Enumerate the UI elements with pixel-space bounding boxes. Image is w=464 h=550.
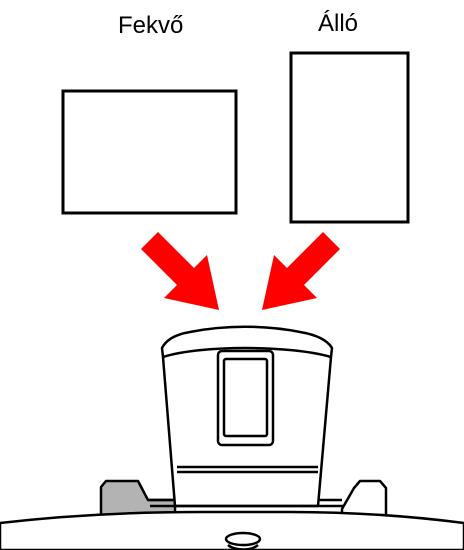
- landscape-label: Fekvő: [118, 12, 184, 39]
- arrow-right: [262, 232, 340, 310]
- arrow-left: [141, 232, 219, 310]
- printer-feeder: [0, 325, 464, 550]
- printer-button: [224, 531, 262, 547]
- printer-body: [0, 510, 464, 550]
- portrait-label: Álló: [318, 10, 359, 37]
- portrait-paper: [289, 51, 410, 224]
- landscape-paper: [61, 89, 238, 215]
